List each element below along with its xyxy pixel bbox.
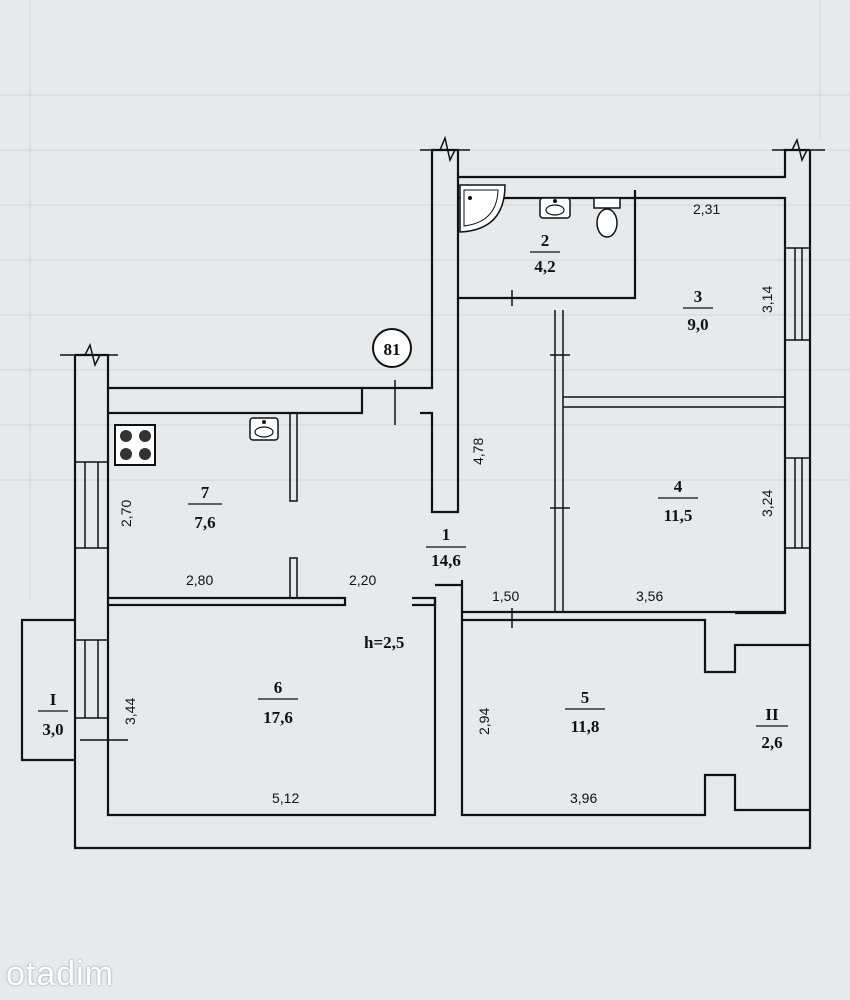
room-number: 1 [442, 525, 451, 544]
ceiling-height: h=2,5 [364, 633, 404, 652]
room-area: 11,8 [571, 717, 600, 736]
dim-room3-right: 3,14 [759, 286, 775, 313]
room-number: 2 [541, 231, 550, 250]
dim-kitchen-left: 2,70 [118, 500, 134, 527]
washbasin-icon [539, 197, 571, 219]
room-area: 2,6 [761, 733, 782, 752]
watermark-logo: otadim [6, 955, 115, 993]
room-number: 5 [581, 688, 590, 707]
room-number: 7 [201, 483, 210, 502]
balcony-II-label: II 2,6 [756, 705, 788, 752]
bathtub-icon [459, 184, 506, 233]
room-area: 9,0 [687, 315, 708, 334]
room-2-label: 2 4,2 [530, 231, 560, 276]
room-number: 3 [694, 287, 703, 306]
dim-room6-bottom: 5,12 [272, 790, 299, 806]
dim-corridor-vertical: 4,78 [470, 438, 486, 465]
room-4-label: 4 11,5 [658, 477, 698, 525]
apartment-number: 81 [384, 340, 401, 359]
fixtures [114, 184, 621, 466]
room-number: 6 [274, 678, 283, 697]
room-5-label: 5 11,8 [565, 688, 605, 736]
toilet-icon [593, 197, 621, 238]
room-area: 7,6 [194, 513, 215, 532]
room-area: 3,0 [42, 720, 63, 739]
sink-icon [249, 417, 279, 441]
room-area: 14,6 [431, 551, 461, 570]
room-area: 11,5 [664, 506, 693, 525]
room-area: 17,6 [263, 708, 293, 727]
room-number: II [765, 705, 779, 724]
room-6-label: 6 17,6 [258, 678, 298, 727]
dim-room4-right: 3,24 [759, 490, 775, 517]
stove-icon [114, 424, 156, 466]
dim-room5-left: 2,94 [476, 708, 492, 735]
dimension-labels: 2,31 3,14 4,78 2,70 3,24 2,80 2,20 1,50 … [118, 201, 775, 806]
apartment-number-badge: 81 [372, 328, 412, 368]
dim-room6-left: 3,44 [122, 698, 138, 725]
dim-room5-bottom: 3,96 [570, 790, 597, 806]
dim-room4-bottom: 3,56 [636, 588, 663, 604]
room-labels: 1 14,6 2 4,2 3 9,0 4 11,5 5 11,8 6 17,6 [38, 231, 788, 752]
room-area: 4,2 [534, 257, 555, 276]
room-1-label: 1 14,6 [426, 525, 466, 570]
dim-kitchen-bottom: 2,80 [186, 572, 213, 588]
dim-bath-top: 2,31 [693, 201, 720, 217]
dim-hall-bottom: 2,20 [349, 572, 376, 588]
room-number: 4 [674, 477, 683, 496]
balcony-I-label: I 3,0 [38, 690, 68, 739]
walls [20, 135, 825, 850]
room-number: I [50, 690, 57, 709]
room-7-label: 7 7,6 [188, 483, 222, 532]
room-3-label: 3 9,0 [683, 287, 713, 334]
dim-passage-bottom: 1,50 [492, 588, 519, 604]
